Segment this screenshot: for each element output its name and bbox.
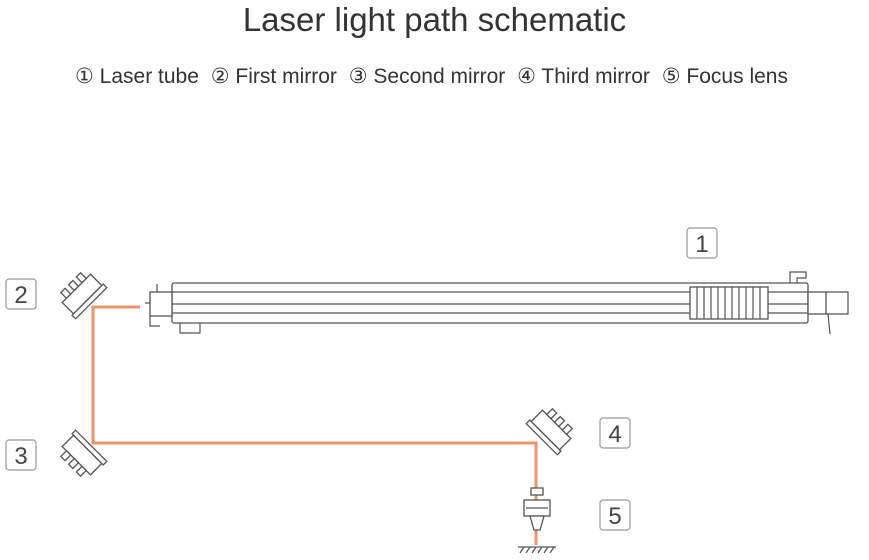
workpiece-ground bbox=[518, 546, 556, 554]
legend: ① Laser tube ② First mirror ③ Second mir… bbox=[0, 62, 869, 92]
label-5: 5 bbox=[599, 499, 631, 531]
label-3: 3 bbox=[5, 439, 37, 471]
label-3-text: 3 bbox=[14, 443, 27, 470]
label-4: 4 bbox=[599, 417, 631, 449]
third-mirror bbox=[525, 407, 574, 456]
first-mirror bbox=[59, 271, 108, 320]
legend-item-first-mirror: ② First mirror bbox=[210, 65, 337, 88]
laser-tube bbox=[145, 271, 849, 335]
legend-item-focus-lens: ⑤ Focus lens bbox=[661, 65, 788, 88]
label-2-text: 2 bbox=[14, 282, 27, 309]
laser-beam bbox=[91, 305, 538, 545]
legend-item-second-mirror: ③ Second mirror bbox=[348, 65, 506, 88]
second-mirror bbox=[59, 429, 108, 478]
diagram-title: Laser light path schematic bbox=[242, 1, 627, 38]
label-2: 2 bbox=[5, 278, 37, 310]
focus-lens bbox=[523, 487, 551, 531]
label-4-text: 4 bbox=[608, 421, 621, 448]
legend-item-third-mirror: ④ Third mirror bbox=[517, 65, 650, 88]
label-1: 1 bbox=[686, 227, 718, 259]
legend-item-laser-tube: ① Laser tube bbox=[75, 65, 199, 88]
label-1-text: 1 bbox=[695, 231, 708, 258]
label-5-text: 5 bbox=[608, 503, 621, 530]
